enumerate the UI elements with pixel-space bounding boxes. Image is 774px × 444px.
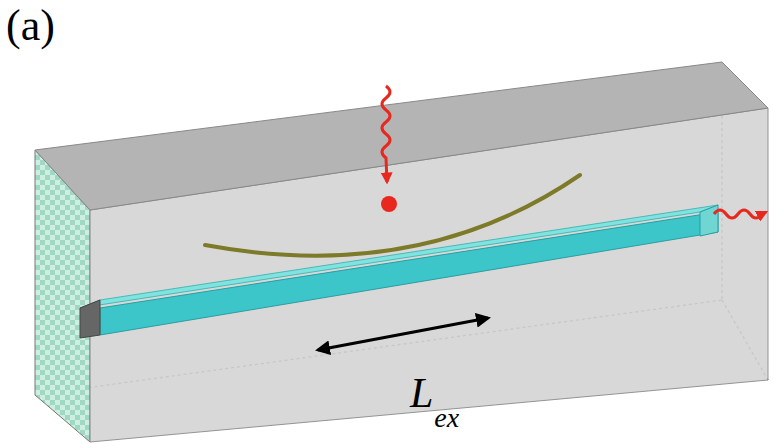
waveguide-top [80,205,718,308]
mode-profile-curve [205,175,580,256]
length-subscript: ex [434,404,459,432]
emitter-dot [381,196,397,212]
length-symbol: L [410,372,433,414]
waveguide-end [80,300,100,338]
top-face [35,62,768,210]
incoming-photon [382,86,390,182]
length-arrow [318,318,488,350]
panel-label: (a) [6,4,55,48]
outgoing-photon [714,210,766,218]
waveguide-front [100,212,718,335]
waveguide-exit-end [700,205,718,236]
